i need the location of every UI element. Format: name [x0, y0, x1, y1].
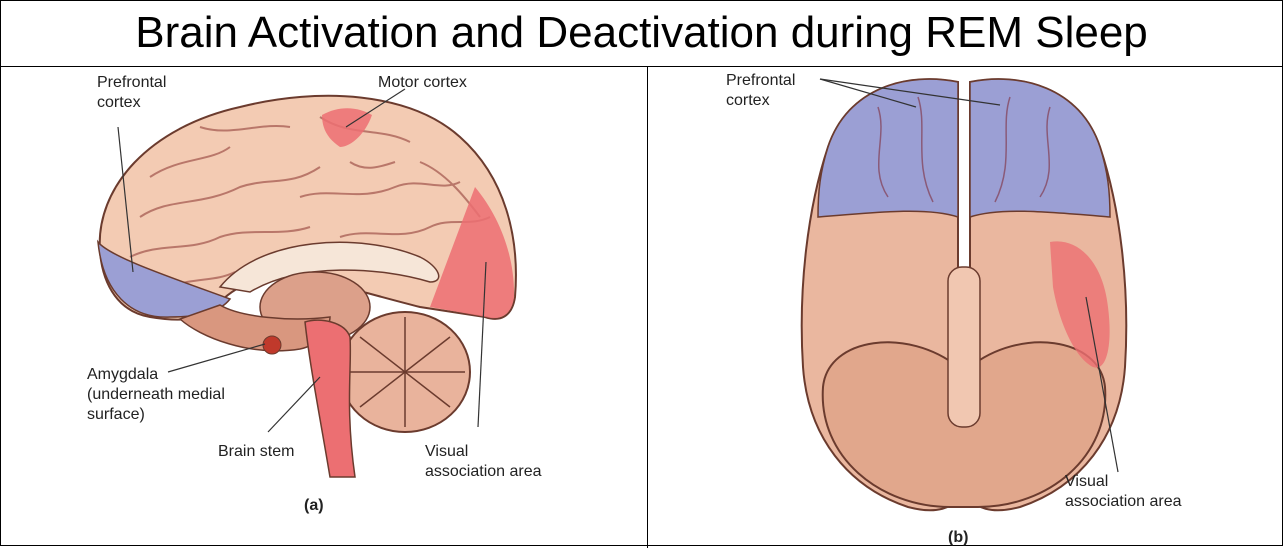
- label-visual-association-b: Visual association area: [1065, 472, 1182, 512]
- amygdala-region: [263, 336, 281, 354]
- label-visual-association-a: Visual association area: [425, 442, 542, 482]
- title-bar: Brain Activation and Deactivation during…: [0, 0, 1283, 67]
- label-amygdala: Amygdala (underneath medial surface): [87, 365, 225, 425]
- panel-a-sagittal-view: Prefrontal cortex Motor cortex Amygdala …: [0, 67, 647, 548]
- brain-stem-region: [305, 320, 355, 477]
- label-prefrontal-cortex-a: Prefrontal cortex: [97, 73, 166, 113]
- caption-b: (b): [948, 529, 968, 547]
- label-prefrontal-cortex-b: Prefrontal cortex: [726, 71, 795, 111]
- figure-title: Brain Activation and Deactivation during…: [135, 8, 1148, 57]
- ventral-brain-illustration: [648, 67, 1284, 548]
- panel-b-ventral-view: Prefrontal cortex Visual association are…: [648, 67, 1284, 548]
- brain-stem-ventral: [948, 267, 980, 427]
- caption-a: (a): [304, 497, 324, 515]
- label-brain-stem: Brain stem: [218, 442, 294, 462]
- label-motor-cortex: Motor cortex: [378, 73, 467, 93]
- sagittal-brain-illustration: [0, 67, 647, 548]
